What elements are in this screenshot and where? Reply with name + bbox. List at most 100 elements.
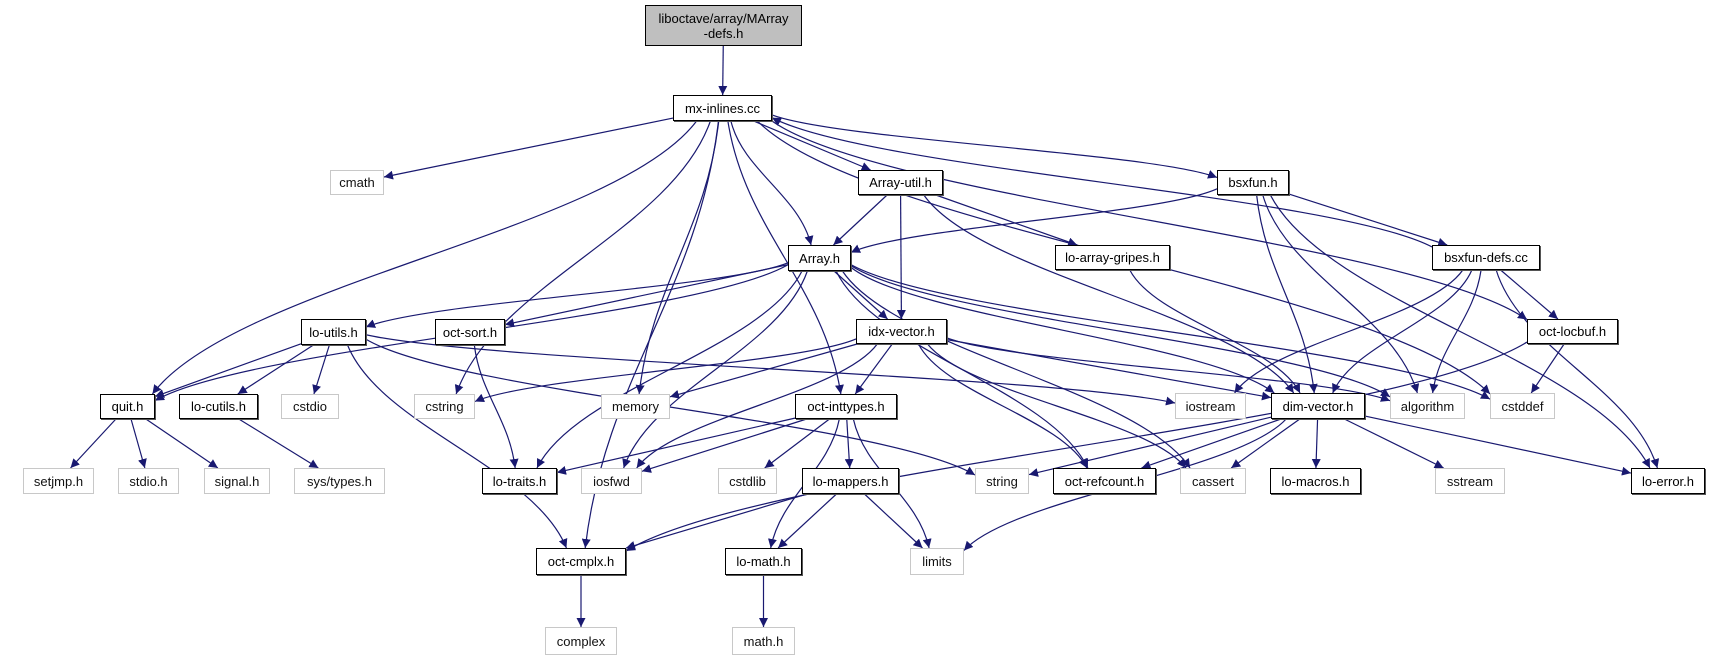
edge-oct-locbuf-to-oct-cmplx bbox=[625, 341, 1528, 552]
node-label: bsxfun-defs.cc bbox=[1444, 250, 1528, 265]
edge-idx-vector-to-oct-inttypes bbox=[854, 343, 893, 395]
edge-oct-inttypes-to-lo-mappers bbox=[844, 418, 854, 469]
node-lo-math[interactable]: lo-math.h bbox=[725, 548, 802, 575]
node-algorithm[interactable]: algorithm bbox=[1390, 393, 1465, 419]
node-lo-macros[interactable]: lo-macros.h bbox=[1270, 468, 1361, 494]
edge-mx-inlines-to-array bbox=[730, 120, 814, 246]
node-mx-inlines[interactable]: mx-inlines.cc bbox=[673, 95, 772, 121]
node-stdio[interactable]: stdio.h bbox=[118, 468, 179, 494]
node-cmath[interactable]: cmath bbox=[330, 170, 384, 195]
node-label: liboctave/array/MArray -defs.h bbox=[658, 10, 789, 41]
node-lo-mappers[interactable]: lo-mappers.h bbox=[802, 468, 899, 494]
node-label: oct-cmplx.h bbox=[547, 554, 615, 569]
edge-dim-vector-to-cassert bbox=[1230, 418, 1301, 469]
node-string[interactable]: string bbox=[975, 468, 1029, 494]
edge-lo-utils-to-oct-cmplx bbox=[346, 344, 568, 549]
node-cstdlib[interactable]: cstdlib bbox=[718, 468, 777, 494]
node-bsxfun-defs[interactable]: bsxfun-defs.cc bbox=[1432, 245, 1540, 270]
node-label: Array-util.h bbox=[869, 175, 932, 190]
node-label: sys/types.h bbox=[306, 473, 373, 489]
edge-lo-utils-to-string bbox=[365, 338, 976, 476]
node-oct-sort[interactable]: oct-sort.h bbox=[435, 319, 505, 345]
node-limits[interactable]: limits bbox=[910, 548, 964, 575]
edge-bsxfun-defs-to-oct-locbuf bbox=[1500, 269, 1559, 320]
node-bsxfun[interactable]: bsxfun.h bbox=[1217, 170, 1289, 195]
edge-bsxfun-to-array bbox=[850, 188, 1218, 254]
node-oct-locbuf[interactable]: oct-locbuf.h bbox=[1527, 319, 1618, 344]
edge-mx-inlines-to-bsxfun bbox=[771, 114, 1218, 179]
node-cstring[interactable]: cstring bbox=[414, 394, 475, 419]
node-lo-utils[interactable]: lo-utils.h bbox=[301, 319, 366, 345]
node-array[interactable]: Array.h bbox=[788, 245, 851, 271]
node-label: math.h bbox=[743, 633, 784, 649]
node-label: sstream bbox=[1446, 473, 1494, 489]
node-root[interactable]: liboctave/array/MArray -defs.h bbox=[645, 5, 802, 46]
node-label: iosfwd bbox=[593, 473, 630, 489]
node-math-h[interactable]: math.h bbox=[732, 627, 795, 655]
node-iostream[interactable]: iostream bbox=[1175, 393, 1246, 419]
node-cassert[interactable]: cassert bbox=[1180, 468, 1246, 494]
edge-oct-inttypes-to-cstdlib bbox=[764, 418, 830, 469]
node-label: limits bbox=[922, 554, 952, 569]
node-array-util[interactable]: Array-util.h bbox=[858, 170, 943, 195]
node-iosfwd[interactable]: iosfwd bbox=[581, 468, 642, 494]
edge-oct-locbuf-to-cstddef bbox=[1530, 343, 1565, 394]
node-label: cmath bbox=[339, 175, 375, 190]
node-label: lo-error.h bbox=[1641, 473, 1695, 489]
edge-oct-inttypes-to-lo-traits bbox=[556, 417, 796, 475]
node-label: cstring bbox=[425, 399, 464, 414]
node-sstream[interactable]: sstream bbox=[1435, 468, 1505, 494]
edge-dim-vector-to-lo-macros bbox=[1311, 418, 1321, 469]
edge-array-util-to-idx-vector bbox=[896, 194, 906, 320]
edge-root-to-mx-inlines bbox=[718, 45, 728, 96]
node-label: lo-macros.h bbox=[1281, 473, 1350, 489]
edge-mx-inlines-to-memory bbox=[635, 120, 720, 395]
edge-oct-inttypes-to-iosfwd bbox=[641, 418, 807, 473]
node-label: dim-vector.h bbox=[1282, 398, 1354, 414]
node-lo-error[interactable]: lo-error.h bbox=[1631, 468, 1705, 494]
edge-lo-utils-to-quit bbox=[154, 343, 302, 398]
node-idx-vector[interactable]: idx-vector.h bbox=[856, 319, 947, 344]
node-label: algorithm bbox=[1400, 398, 1455, 414]
edge-bsxfun-to-bsxfun-defs bbox=[1288, 193, 1448, 247]
node-setjmp[interactable]: setjmp.h bbox=[23, 468, 94, 494]
edge-array-util-to-lo-array-gripes bbox=[935, 194, 1078, 247]
node-lo-array-gripes[interactable]: lo-array-gripes.h bbox=[1055, 245, 1170, 270]
node-label: oct-refcount.h bbox=[1064, 473, 1145, 489]
edge-mx-inlines-to-oct-locbuf bbox=[771, 120, 1528, 321]
edge-mx-inlines-to-oct-inttypes bbox=[727, 120, 844, 395]
node-memory[interactable]: memory bbox=[601, 394, 670, 419]
edge-array-to-cassert bbox=[841, 270, 1191, 469]
node-dim-vector[interactable]: dim-vector.h bbox=[1271, 393, 1365, 419]
node-lo-traits[interactable]: lo-traits.h bbox=[482, 468, 557, 494]
node-signal[interactable]: signal.h bbox=[204, 468, 270, 494]
node-label: stdio.h bbox=[129, 473, 168, 489]
node-label: lo-array-gripes.h bbox=[1065, 250, 1160, 265]
edge-idx-vector-to-cstring bbox=[474, 338, 857, 403]
node-oct-cmplx[interactable]: oct-cmplx.h bbox=[536, 548, 626, 575]
edge-bsxfun-to-lo-error bbox=[1269, 194, 1651, 469]
node-label: lo-math.h bbox=[736, 554, 791, 569]
node-cstdio[interactable]: cstdio bbox=[281, 394, 339, 419]
edge-oct-sort-to-lo-traits bbox=[473, 344, 519, 469]
edge-lo-utils-to-cstdio bbox=[312, 344, 330, 395]
node-cstddef[interactable]: cstddef bbox=[1490, 393, 1555, 419]
node-oct-inttypes[interactable]: oct-inttypes.h bbox=[795, 394, 897, 419]
node-lo-cutils[interactable]: lo-cutils.h bbox=[179, 394, 258, 419]
node-label: complex bbox=[556, 633, 606, 649]
node-sys-types[interactable]: sys/types.h bbox=[294, 468, 385, 494]
edge-mx-inlines-to-quit bbox=[151, 120, 698, 395]
node-label: oct-locbuf.h bbox=[1538, 324, 1607, 339]
edge-array-util-to-dim-vector bbox=[923, 194, 1295, 394]
edge-array-util-to-array bbox=[833, 194, 888, 246]
node-quit[interactable]: quit.h bbox=[100, 394, 155, 419]
edge-lo-utils-to-lo-cutils bbox=[237, 344, 314, 395]
edge-array-to-lo-utils bbox=[365, 262, 789, 328]
node-oct-refcount[interactable]: oct-refcount.h bbox=[1053, 468, 1156, 494]
node-label: oct-inttypes.h bbox=[807, 399, 885, 414]
edge-mx-inlines-to-cmath bbox=[383, 117, 674, 180]
node-complex[interactable]: complex bbox=[545, 627, 617, 655]
edge-quit-to-signal bbox=[145, 418, 219, 469]
